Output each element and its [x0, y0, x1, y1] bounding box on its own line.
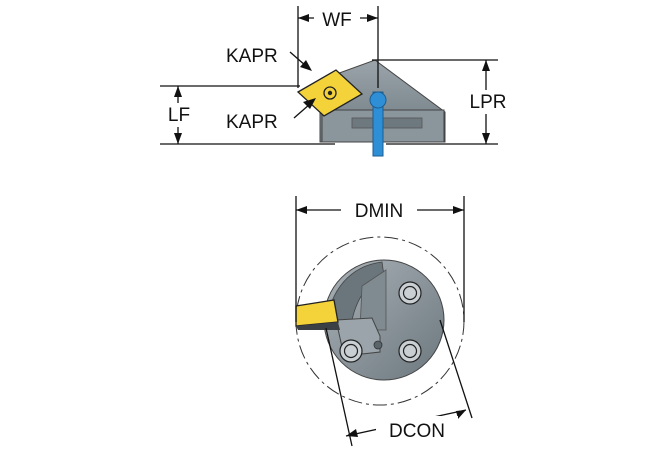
lf-label: LF: [168, 105, 190, 126]
dcon-label: DCON: [389, 421, 445, 442]
wf-label: WF: [322, 10, 352, 31]
end-view: DMIN DCON: [295, 196, 473, 447]
screw-hole-bottom-right: [398, 339, 422, 363]
kapr-label-top: KAPR: [226, 46, 278, 67]
kapr-label-bottom: KAPR: [226, 112, 278, 133]
lpr-label: LPR: [470, 92, 507, 113]
dmin-label: DMIN: [355, 201, 404, 222]
screw-hole-top-right: [398, 281, 422, 305]
side-view: WF KAPR KAPR LF LPR: [160, 6, 514, 157]
screw-hole-bottom-left: [339, 339, 363, 363]
insert-end: [295, 299, 339, 327]
